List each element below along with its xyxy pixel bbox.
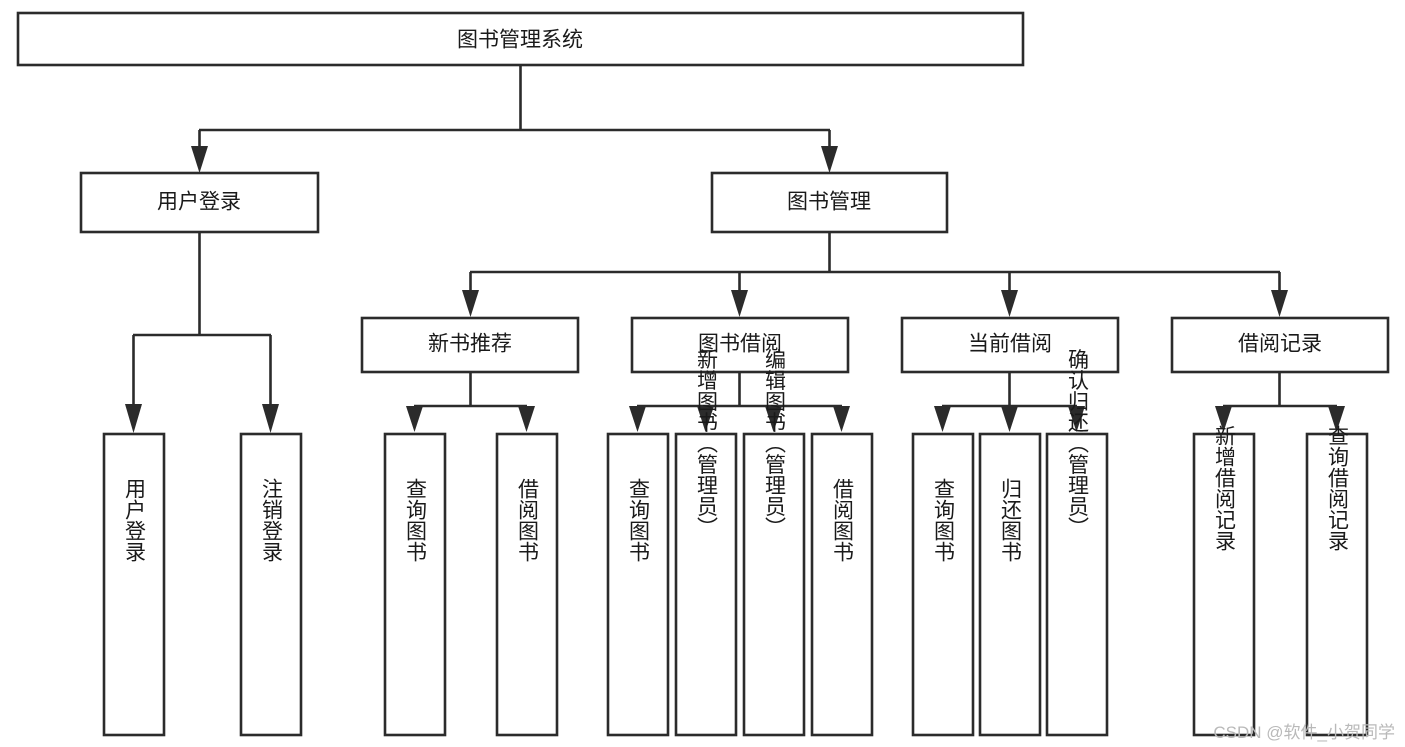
arrow-leaf-query-record bbox=[1328, 406, 1345, 432]
leaf-query-book-1[interactable]: 查询图书 bbox=[383, 432, 447, 737]
leaf-confirm-return-box[interactable] bbox=[1045, 432, 1109, 737]
leaf-confirm-return-label: 确认归还（管理员） bbox=[1066, 349, 1090, 538]
leaf-query-record[interactable]: 查询借阅记录 bbox=[1305, 425, 1369, 737]
arrow-leaf-borrow-book-2 bbox=[833, 406, 850, 432]
node-user-login-box[interactable] bbox=[79, 171, 320, 234]
leaf-query-record-box[interactable] bbox=[1305, 432, 1369, 737]
node-current-borrow-box[interactable] bbox=[900, 316, 1120, 374]
arrow-leaf-user-login bbox=[125, 404, 142, 433]
node-book-manage-box[interactable] bbox=[710, 171, 949, 234]
leaf-confirm-return[interactable]: 确认归还（管理员） bbox=[1045, 349, 1109, 737]
node-new-book-recommend-label: 新书推荐 bbox=[428, 333, 512, 356]
arrow-root-to-user-login bbox=[191, 146, 208, 173]
arrow-to-borrow-record bbox=[1271, 290, 1288, 317]
leaf-return-book-box[interactable] bbox=[978, 432, 1042, 737]
arrow-to-book-borrow bbox=[731, 290, 748, 317]
leaf-add-record-box[interactable] bbox=[1192, 432, 1256, 737]
leaf-borrow-book-1-box[interactable] bbox=[495, 432, 559, 737]
arrow-to-new-book-recommend bbox=[462, 290, 479, 317]
node-new-book-recommend-box[interactable] bbox=[360, 316, 580, 374]
leaf-add-book[interactable]: 新增图书（管理员） bbox=[674, 349, 738, 737]
arrow-leaf-query-book-2 bbox=[629, 406, 646, 432]
node-borrow-record[interactable]: 借阅记录 bbox=[1170, 316, 1390, 374]
leaf-add-book-box[interactable] bbox=[674, 432, 738, 737]
leaf-add-book-label: 新增图书（管理员） bbox=[695, 349, 719, 538]
leaf-query-book-3-label: 查询图书 bbox=[932, 478, 956, 562]
node-root-label: 图书管理系统 bbox=[457, 29, 583, 52]
arrow-leaf-query-book-3 bbox=[934, 406, 951, 432]
node-book-borrow-box[interactable] bbox=[630, 316, 850, 374]
node-book-borrow-label: 图书借阅 bbox=[698, 333, 782, 356]
arrow-leaf-add-record bbox=[1215, 406, 1232, 432]
node-root-box[interactable] bbox=[16, 11, 1025, 67]
leaf-query-book-3[interactable]: 查询图书 bbox=[911, 432, 975, 737]
node-borrow-record-label: 借阅记录 bbox=[1238, 333, 1322, 356]
leaf-user-logout-label: 注销登录 bbox=[260, 478, 284, 562]
leaf-borrow-book-2-box[interactable] bbox=[810, 432, 874, 737]
arrow-leaf-add-book bbox=[697, 406, 714, 432]
leaf-add-record[interactable]: 新增借阅记录 bbox=[1192, 425, 1256, 737]
arrow-to-current-borrow bbox=[1001, 290, 1018, 317]
arrow-root-to-book-manage bbox=[821, 146, 838, 173]
leaf-query-book-2[interactable]: 查询图书 bbox=[606, 432, 670, 737]
leaf-borrow-book-2-label: 借阅图书 bbox=[831, 478, 855, 562]
arrow-leaf-return-book bbox=[1001, 406, 1018, 432]
leaf-query-book-1-label: 查询图书 bbox=[404, 478, 428, 562]
leaf-query-book-1-box[interactable] bbox=[383, 432, 447, 737]
leaf-return-book-label: 归还图书 bbox=[999, 478, 1023, 562]
arrow-leaf-user-logout bbox=[262, 404, 279, 433]
leaf-edit-book-box[interactable] bbox=[742, 432, 806, 737]
node-current-borrow-label: 当前借阅 bbox=[968, 333, 1052, 356]
leaf-user-login-label: 用户登录 bbox=[123, 478, 147, 562]
node-current-borrow[interactable]: 当前借阅 bbox=[900, 316, 1120, 374]
arrow-leaf-query-book-1 bbox=[406, 406, 423, 432]
leaf-user-login[interactable]: 用户登录 bbox=[102, 432, 166, 737]
leaf-add-record-label: 新增借阅记录 bbox=[1213, 425, 1237, 551]
leaf-borrow-book-1-label: 借阅图书 bbox=[516, 478, 540, 562]
arrow-leaf-confirm-return bbox=[1068, 406, 1085, 432]
leaf-edit-book[interactable]: 编辑图书（管理员） bbox=[742, 349, 806, 737]
node-book-manage[interactable]: 图书管理 bbox=[710, 171, 949, 234]
leaf-user-logout[interactable]: 注销登录 bbox=[239, 432, 303, 737]
leaf-query-book-2-label: 查询图书 bbox=[627, 478, 651, 562]
node-user-login[interactable]: 用户登录 bbox=[79, 171, 320, 234]
leaf-query-book-2-box[interactable] bbox=[606, 432, 670, 737]
arrow-leaf-borrow-book-1 bbox=[518, 406, 535, 432]
node-new-book-recommend[interactable]: 新书推荐 bbox=[360, 316, 580, 374]
node-borrow-record-box[interactable] bbox=[1170, 316, 1390, 374]
leaf-query-record-label: 查询借阅记录 bbox=[1326, 425, 1350, 551]
leaf-user-login-box[interactable] bbox=[102, 432, 166, 737]
leaf-return-book[interactable]: 归还图书 bbox=[978, 432, 1042, 737]
leaf-borrow-book-1[interactable]: 借阅图书 bbox=[495, 432, 559, 737]
arrow-leaf-edit-book bbox=[765, 406, 782, 432]
leaf-user-logout-box[interactable] bbox=[239, 432, 303, 737]
connector-layer bbox=[125, 65, 1345, 433]
node-root[interactable]: 图书管理系统 bbox=[16, 11, 1025, 67]
leaf-borrow-book-2[interactable]: 借阅图书 bbox=[810, 432, 874, 737]
node-book-borrow[interactable]: 图书借阅 bbox=[630, 316, 850, 374]
node-book-manage-label: 图书管理 bbox=[787, 191, 871, 214]
leaf-query-book-3-box[interactable] bbox=[911, 432, 975, 737]
leaf-edit-book-label: 编辑图书（管理员） bbox=[763, 349, 787, 538]
node-user-login-label: 用户登录 bbox=[157, 191, 241, 214]
